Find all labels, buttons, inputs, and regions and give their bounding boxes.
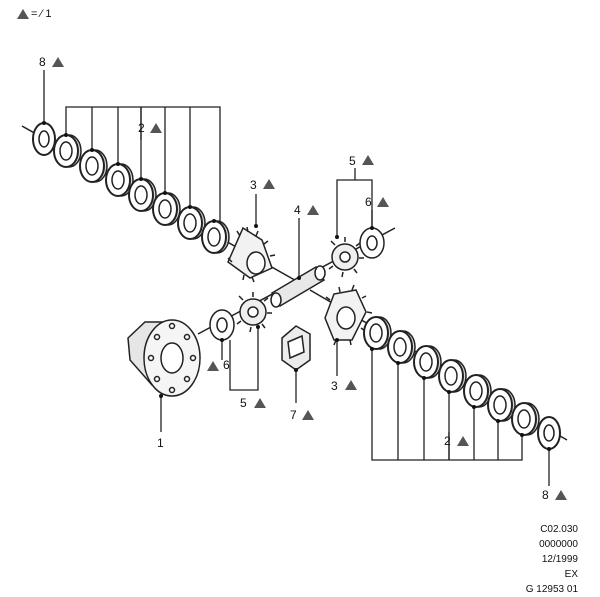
callout-8-bottom: 8 [542,488,549,502]
triangle-icon [377,197,389,207]
leader-dots [42,121,551,451]
triangle-icon [457,436,469,446]
callout-6-bottom: 6 [223,358,230,372]
pinion-5-left [236,292,272,333]
bevel-gear-3-right [324,284,373,346]
callout-5-top: 5 [349,154,356,168]
triangle-icon [555,490,567,500]
reference-code: C02.030 [540,524,578,535]
legend-text: = ∕ 1 [31,8,52,20]
reference-number: 0000000 [539,539,578,550]
callout-3-bottom: 3 [331,379,338,393]
callout-6-top: 6 [365,195,372,209]
callout-8-top: 8 [39,55,46,69]
reference-drawing-id: G 12953 01 [525,584,578,595]
triangle-icon [254,398,266,408]
rings-group-2-right [363,316,540,436]
spacer-block-7 [281,325,311,371]
triangle-icon [150,123,162,133]
differential-housing-1 [127,319,201,397]
reference-block: C02.030 0000000 12/1999 EX G 12953 01 [526,522,578,597]
shim-8-left [32,122,56,156]
triangle-icon [362,155,374,165]
shim-8-right [537,416,561,450]
triangle-icon [263,179,275,189]
triangle-icon [17,9,29,19]
cross-shaft-4 [270,265,326,308]
bracket-2-right [371,349,523,461]
triangle-icon [345,380,357,390]
thrust-washer-6-left [209,309,235,341]
callout-5-bottom: 5 [240,396,247,410]
thrust-washer-6-right [359,227,385,259]
triangle-icon [307,205,319,215]
bevel-gear-3-left [227,226,276,283]
reference-market: EX [564,569,578,580]
triangle-icon [302,410,314,420]
callout-2-bottom: 2 [444,434,451,448]
callout-1: 1 [157,436,164,450]
leader-lines [43,70,550,486]
triangle-icon [52,57,64,67]
callout-2-top: 2 [138,121,145,135]
pinion-5-right [328,237,364,278]
triangle-icon [207,361,219,371]
callout-7: 7 [290,408,297,422]
callout-3-top: 3 [250,178,257,192]
callout-4: 4 [294,203,301,217]
reference-date: 12/1999 [541,554,578,565]
